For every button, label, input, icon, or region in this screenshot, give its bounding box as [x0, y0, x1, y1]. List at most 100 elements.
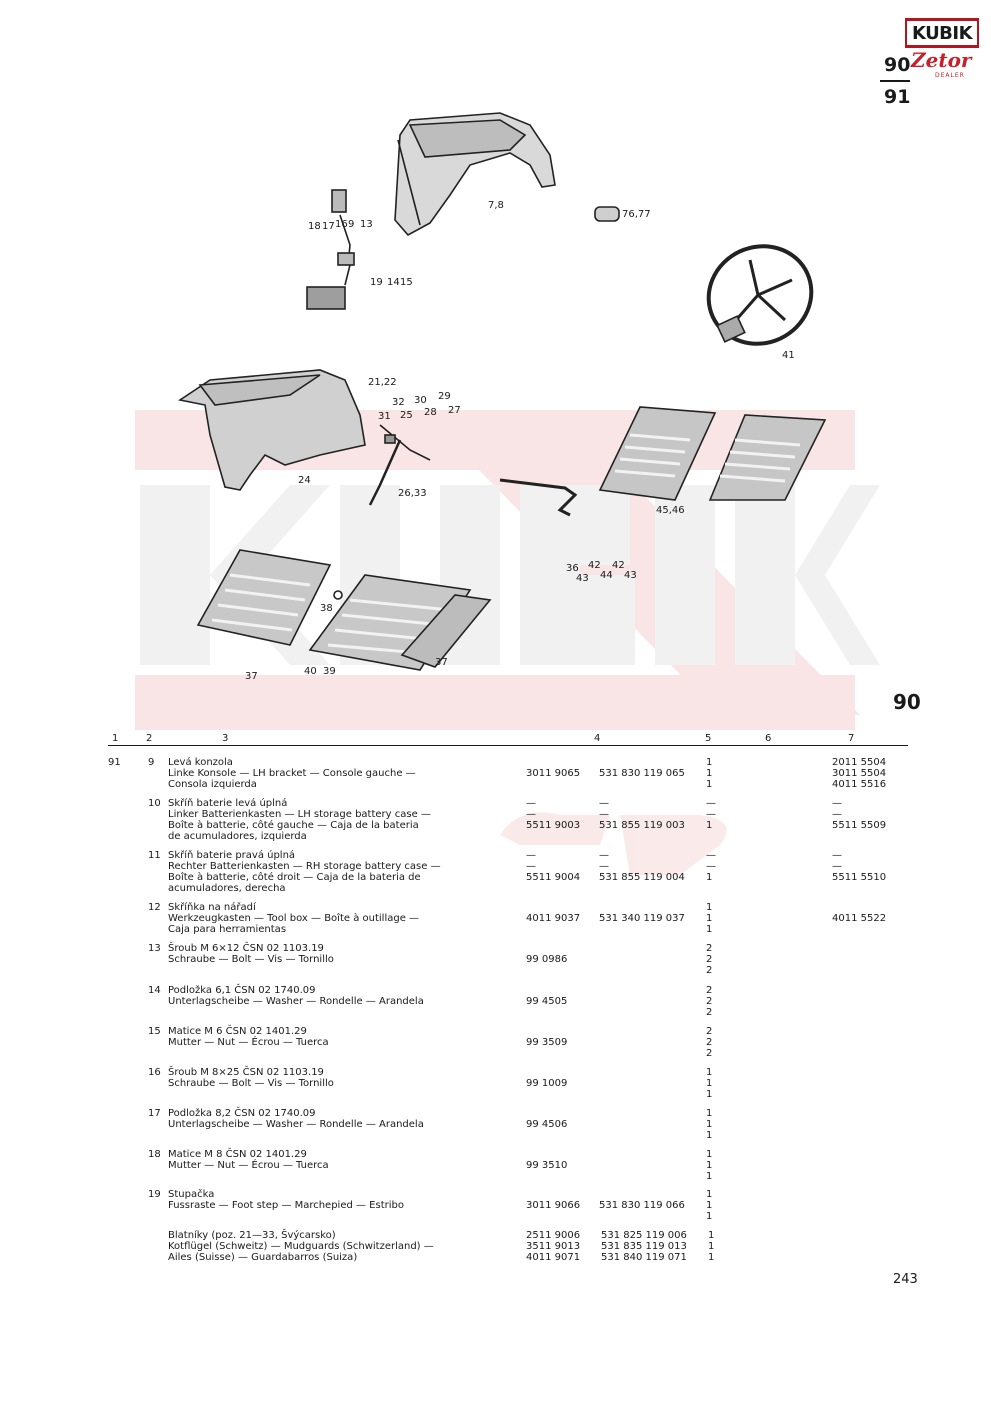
callout-36: 36 — [566, 563, 579, 574]
row-18-c4a-1: 99 3510 — [526, 1160, 568, 1171]
section-number-bottom: 91 — [884, 86, 911, 108]
callout-21-22: 21,22 — [368, 377, 397, 388]
mudguards-c4a-0: 2511 9006 — [526, 1230, 581, 1241]
row-9-c4b-1: 531 830 119 065 — [599, 768, 685, 779]
page-number: 243 — [893, 1272, 918, 1287]
row-17-desc-0: Podložka 8,2 ČSN 02 1740.09 — [168, 1108, 316, 1119]
row-15-c4a-1: 99 3509 — [526, 1037, 568, 1048]
row-position-number: 10 — [148, 798, 161, 809]
row-13-qty-0: 2 — [706, 943, 713, 954]
row-10-c4b-0: — — [599, 798, 609, 809]
row-17-qty-2: 1 — [706, 1130, 713, 1141]
column-header-5: 5 — [705, 733, 712, 744]
kubik-zetor-logo: KUBIK Zetor DEALER — [905, 18, 979, 79]
row-9-qty-2: 1 — [706, 779, 713, 790]
parts-drawing — [177, 112, 827, 671]
column-header-4: 4 — [594, 733, 601, 744]
row-12-desc-1: Werkzeugkasten — Tool box — Boîte à outi… — [168, 913, 420, 924]
callout-9: 9 — [348, 219, 355, 230]
row-17-c4a-1: 99 4506 — [526, 1119, 568, 1130]
row-10-c4b-1: — — [599, 809, 609, 820]
callout-15: 15 — [400, 277, 413, 288]
row-9-desc-2: Consola izquierda — [168, 779, 257, 790]
section-number-top: 90 — [884, 54, 911, 76]
row-15-qty-0: 2 — [706, 1026, 713, 1037]
zetor-logo: Zetor DEALER — [905, 48, 979, 79]
callout-28: 28 — [424, 407, 437, 418]
row-11-c4b-0: — — [599, 850, 609, 861]
callout-25: 25 — [400, 410, 413, 421]
row-11-c7-1: — — [832, 861, 842, 872]
row-11-desc-1: Rechter Batterienkasten — RH storage bat… — [168, 861, 441, 872]
callout-43b: 43 — [624, 570, 637, 581]
row-18-desc-1: Mutter — Nut — Écrou — Tuerca — [168, 1160, 329, 1171]
kubik-logo-text: KUBIK — [907, 21, 977, 45]
callout-19: 19 — [370, 277, 383, 288]
callout-40: 40 — [304, 666, 317, 677]
row-16-desc-1: Schraube — Bolt — Vis — Tornillo — [168, 1078, 334, 1089]
row-9-qty-1: 1 — [706, 768, 713, 779]
row-19-qty-2: 1 — [706, 1211, 713, 1222]
mudguards-qty-0: 1 — [708, 1230, 715, 1241]
row-16-desc-0: Šroub M 8×25 ČSN 02 1103.19 — [168, 1067, 324, 1078]
row-11-qty-2: 1 — [706, 872, 713, 883]
callout-31: 31 — [378, 411, 391, 422]
row-14-desc-0: Podložka 6,1 ČSN 02 1740.09 — [168, 985, 316, 996]
row-15-qty-2: 2 — [706, 1048, 713, 1059]
row-10-desc-3: de acumuladores, izquierda — [168, 831, 307, 842]
row-13-desc-0: Šroub M 6×12 ČSN 02 1103.19 — [168, 943, 324, 954]
row-14-qty-0: 2 — [706, 985, 713, 996]
mudguards-desc-0: Blatníky (poz. 21—33, Švýcarsko) — [168, 1230, 336, 1241]
callout-27: 27 — [448, 405, 461, 416]
callout-30: 30 — [414, 395, 427, 406]
row-position-number: 14 — [148, 985, 161, 996]
row-11-c4b-1: — — [599, 861, 609, 872]
callout-32: 32 — [392, 397, 405, 408]
callout-24: 24 — [298, 475, 311, 486]
callout-26-33: 26,33 — [398, 488, 427, 499]
section-number-90: 90 — [893, 690, 921, 714]
row-12-qty-2: 1 — [706, 924, 713, 935]
zetor-logo-text: Zetor — [911, 48, 972, 72]
callout-45-46: 45,46 — [656, 505, 685, 516]
row-18-qty-1: 1 — [706, 1160, 713, 1171]
row-9-desc-1: Linke Konsole — LH bracket — Console gau… — [168, 768, 416, 779]
callout-43a: 43 — [576, 573, 589, 584]
row-11-c4a-2: 5511 9004 — [526, 872, 581, 883]
mudguards-qty-1: 1 — [708, 1241, 715, 1252]
row-10-qty-1: — — [706, 809, 716, 820]
mudguards-c4b-2: 531 840 119 071 — [601, 1252, 687, 1263]
row-16-qty-1: 1 — [706, 1078, 713, 1089]
mudguards-qty-2: 1 — [708, 1252, 715, 1263]
row-11-c7-0: — — [832, 850, 842, 861]
mudguards-c4b-1: 531 835 119 013 — [601, 1241, 687, 1252]
row-9-c4a-1: 3011 9065 — [526, 768, 581, 779]
callout-42a: 42 — [588, 560, 601, 571]
row-16-c4a-1: 99 1009 — [526, 1078, 568, 1089]
callout-76-77: 76,77 — [622, 209, 651, 220]
row-19-qty-1: 1 — [706, 1200, 713, 1211]
row-10-qty-2: 1 — [706, 820, 713, 831]
kubik-logo: KUBIK — [905, 18, 979, 48]
row-10-desc-2: Boîte à batterie, côté gauche — Caja de … — [168, 820, 419, 831]
row-11-desc-2: Boîte à batterie, côté droit — Caja de l… — [168, 872, 421, 883]
callout-13: 13 — [360, 219, 373, 230]
row-13-c4a-1: 99 0986 — [526, 954, 568, 965]
callout-29: 29 — [438, 391, 451, 402]
mudguards-c4a-1: 3511 9013 — [526, 1241, 581, 1252]
row-17-qty-1: 1 — [706, 1119, 713, 1130]
row-position-number: 18 — [148, 1149, 161, 1160]
row-10-c4b-2: 531 855 119 003 — [599, 820, 685, 831]
row-11-c4a-1: — — [526, 861, 536, 872]
row-13-desc-1: Schraube — Bolt — Vis — Tornillo — [168, 954, 334, 965]
callout-37a: 37 — [245, 671, 258, 682]
callout-7-8: 7,8 — [488, 200, 504, 211]
row-19-qty-0: 1 — [706, 1189, 713, 1200]
row-10-c4a-2: 5511 9003 — [526, 820, 581, 831]
row-10-desc-0: Skříň baterie levá úplná — [168, 798, 288, 809]
row-11-desc-3: acumuladores, derecha — [168, 883, 286, 894]
row-position-number: 9 — [148, 757, 155, 768]
row-position-number: 12 — [148, 902, 161, 913]
row-10-desc-1: Linker Batterienkasten — LH storage batt… — [168, 809, 431, 820]
row-18-qty-2: 1 — [706, 1171, 713, 1182]
